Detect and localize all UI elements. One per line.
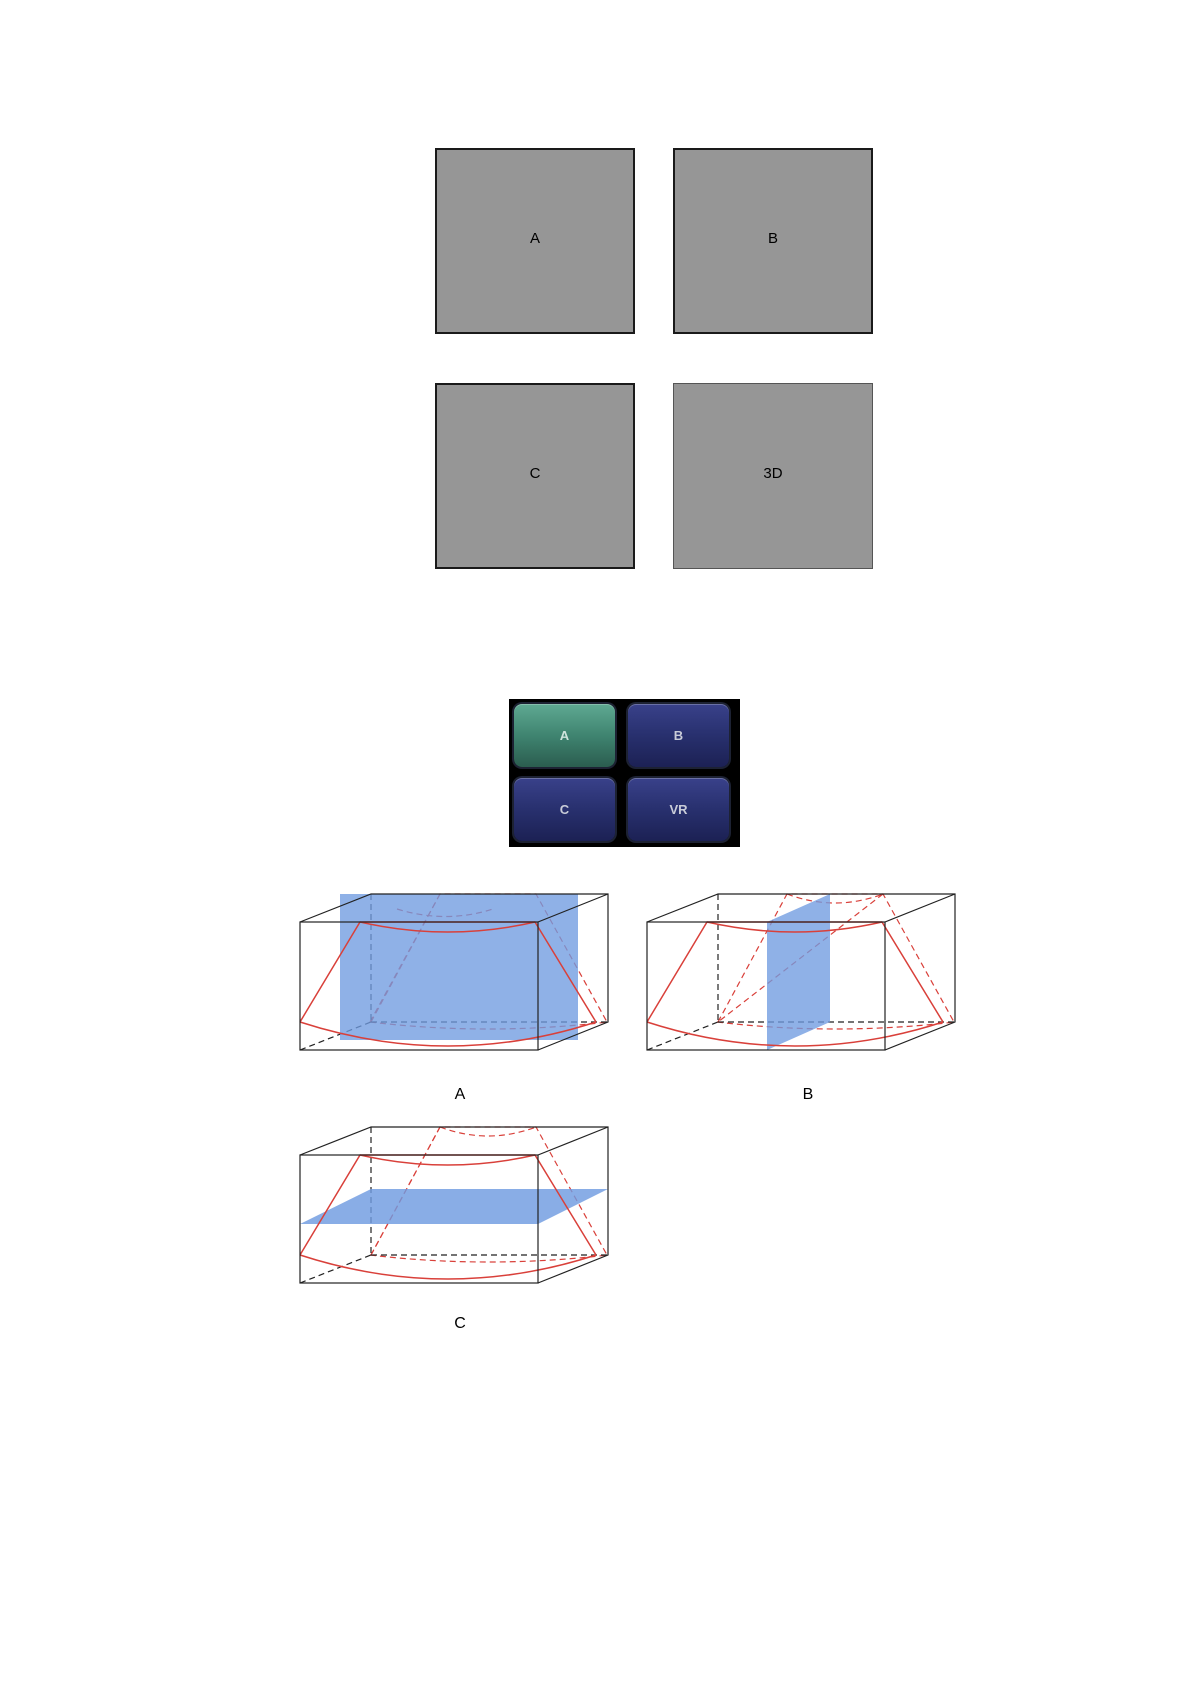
- panel-button-a[interactable]: A: [514, 704, 615, 767]
- plane-c-diagram: [298, 1121, 614, 1293]
- panel-button-b[interactable]: B: [628, 704, 729, 767]
- view-b-label: B: [768, 230, 778, 247]
- diagram-c-caption: C: [440, 1315, 480, 1333]
- view-3d-label: 3D: [763, 465, 782, 482]
- sagittal-plane: [340, 894, 578, 1040]
- plane-a-diagram: [298, 888, 614, 1060]
- diagram-a-caption: A: [440, 1086, 480, 1104]
- plane-b-diagram: [645, 888, 961, 1060]
- coronal-plane: [300, 1189, 608, 1224]
- view-c[interactable]: C: [435, 383, 635, 569]
- transverse-plane: [767, 894, 830, 1050]
- view-b[interactable]: B: [673, 148, 873, 334]
- view-c-label: C: [530, 465, 541, 482]
- view-a-label: A: [530, 230, 540, 247]
- panel-button-vr[interactable]: VR: [628, 778, 729, 841]
- panel-button-c[interactable]: C: [514, 778, 615, 841]
- diagram-b-caption: B: [788, 1086, 828, 1104]
- view-a[interactable]: A: [435, 148, 635, 334]
- view-3d[interactable]: 3D: [673, 383, 873, 569]
- view-select-panel: A B C VR: [509, 699, 740, 847]
